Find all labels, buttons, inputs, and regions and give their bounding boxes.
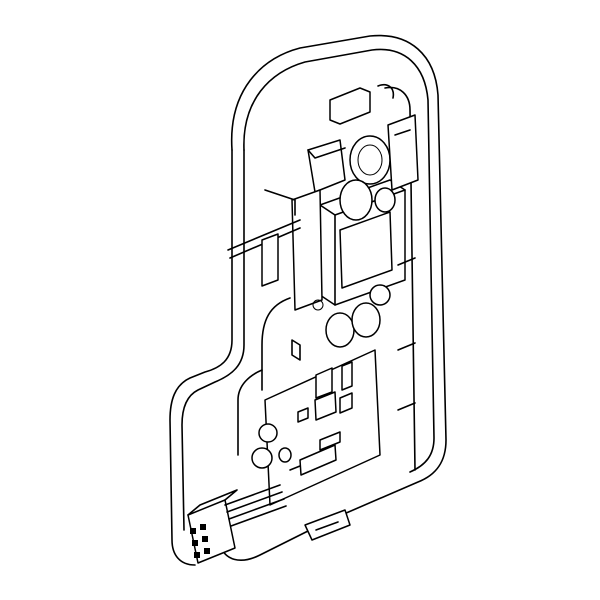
relay-boxes [307, 114, 419, 193]
top-clip [329, 83, 395, 125]
bottom-tab [304, 509, 351, 541]
capacitors [325, 135, 396, 348]
circuit-board [251, 349, 381, 506]
wire-connector [187, 484, 287, 564]
mounting-bracket [291, 189, 324, 361]
side-rails [394, 129, 416, 411]
terminal-lug [227, 189, 301, 287]
housing-shell [169, 34, 447, 566]
